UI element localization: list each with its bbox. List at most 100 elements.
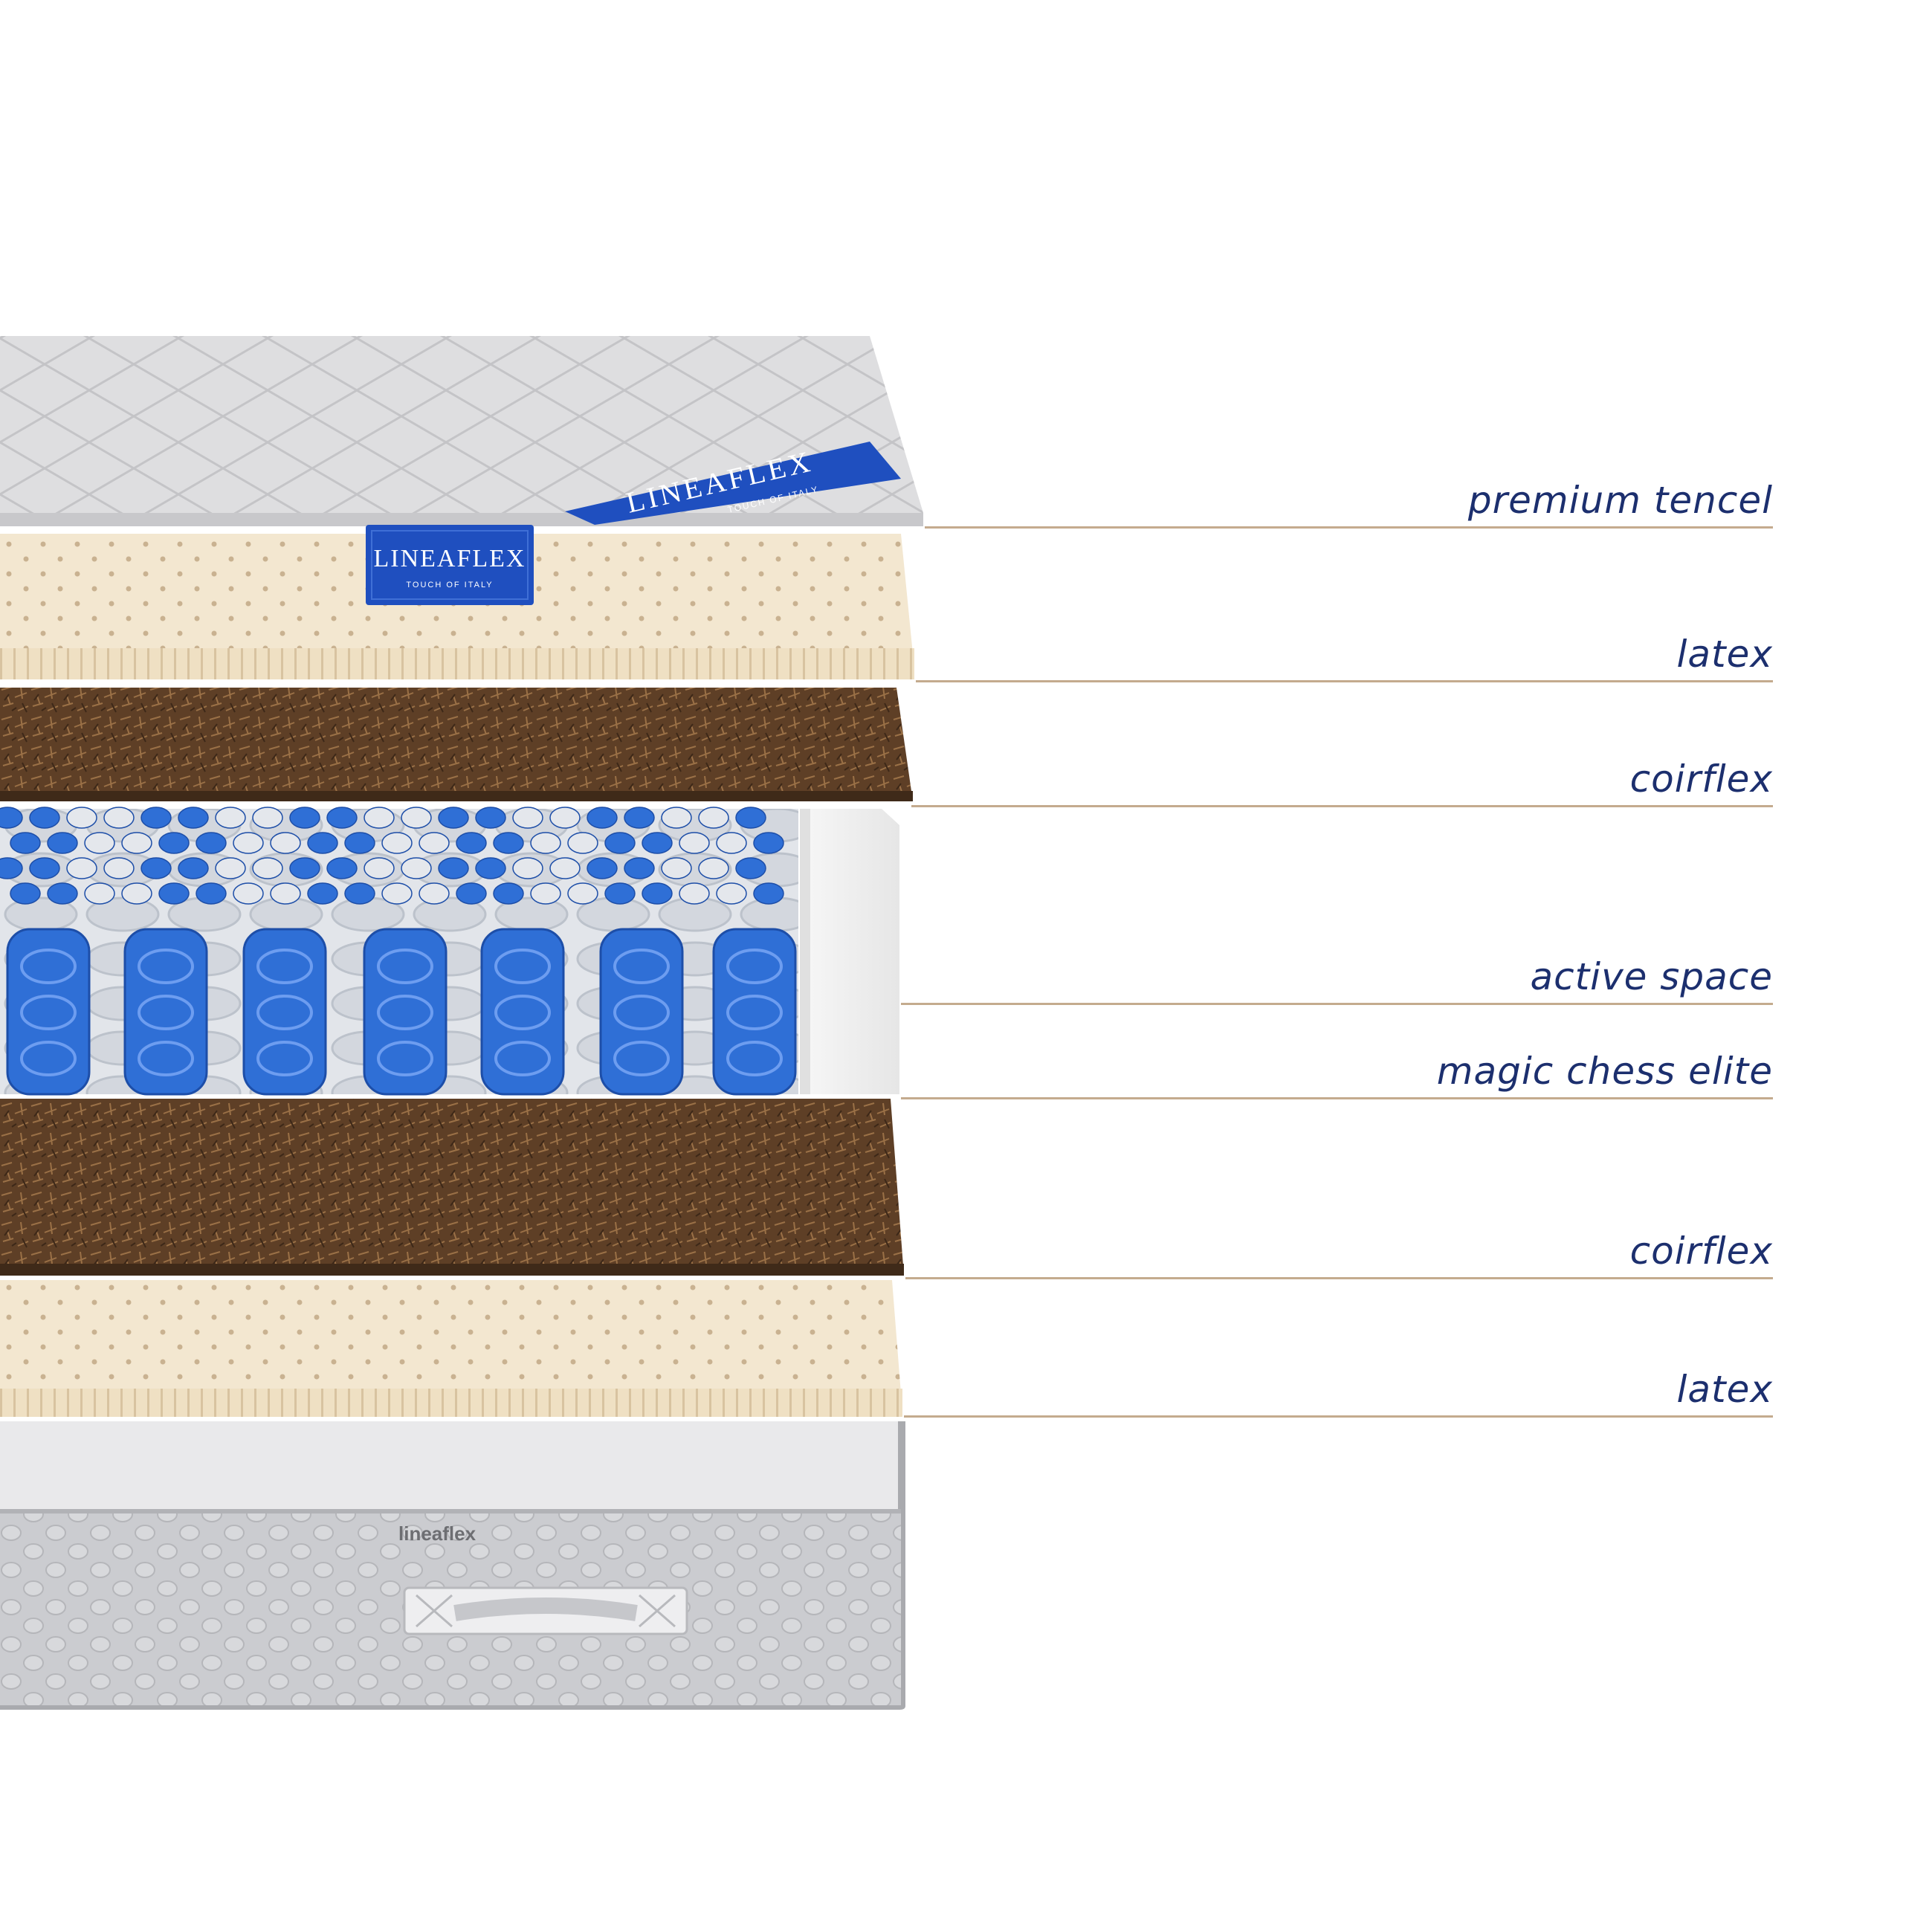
spring-coil-back <box>530 832 561 854</box>
spring-coil-back <box>587 807 618 829</box>
spring-coil-back <box>698 857 729 879</box>
spring-coil-back <box>419 882 450 905</box>
spring-coil-ring <box>613 1041 670 1076</box>
spring-coil-back <box>512 857 543 879</box>
spring-coil-back <box>326 857 358 879</box>
spring-coil-back <box>364 807 395 829</box>
spring-coil-ring <box>138 1041 194 1076</box>
spring-coil-back <box>456 882 487 905</box>
label-magic-chess-elite: magic chess elite <box>1436 1050 1773 1093</box>
spring-coil-back <box>475 857 506 879</box>
base-handle <box>403 1586 688 1635</box>
spring-columns <box>0 807 797 1096</box>
spring-coil-back <box>252 807 283 829</box>
spring-coil-back <box>140 857 172 879</box>
spring-coil-back <box>661 857 692 879</box>
spring-coil-back <box>47 832 78 854</box>
spring-coil-back <box>158 832 190 854</box>
spring-coil-back <box>196 882 227 905</box>
spring-coil-back <box>679 882 710 905</box>
spring-coil-back <box>0 807 23 829</box>
label-latex-bottom: latex <box>1676 1368 1773 1411</box>
spring-coil-ring <box>726 1041 783 1076</box>
spring-coil-back <box>196 832 227 854</box>
spring-column-front <box>712 928 797 1096</box>
spring-coil-back <box>642 882 673 905</box>
label-coirflex-top: coirflex <box>1629 757 1773 801</box>
spring-column-front <box>242 928 327 1096</box>
spring-coil-back <box>103 807 135 829</box>
spring-column-front <box>599 928 684 1096</box>
base-brand-logo: lineaflex <box>398 1522 476 1545</box>
label-latex-top: latex <box>1676 633 1773 676</box>
spring-coil-back <box>567 832 598 854</box>
spring-coil-back <box>364 857 395 879</box>
spring-coil-back <box>158 882 190 905</box>
spring-coil-back <box>0 857 23 879</box>
spring-coil-back <box>270 882 301 905</box>
label-active-space: active space <box>1530 955 1773 998</box>
spring-coil-back <box>252 857 283 879</box>
spring-coil-ring <box>613 995 670 1030</box>
spring-coil-ring <box>726 995 783 1030</box>
spring-coil-ring <box>613 949 670 984</box>
spring-coil-back <box>289 857 320 879</box>
spring-coil-back <box>307 882 338 905</box>
spring-coil-back <box>735 857 766 879</box>
spring-coil-back <box>661 807 692 829</box>
mattress-base <box>0 1421 905 1710</box>
coirflex-top-layer <box>0 688 913 801</box>
leader-line-latex-top <box>916 680 1773 682</box>
spring-coil-back <box>679 832 710 854</box>
spring-coil-ring <box>138 995 194 1030</box>
spring-coil-back <box>587 857 618 879</box>
active-space-foam-layer <box>800 809 899 1094</box>
tag-brand-tagline: TOUCH OF ITALY <box>406 581 493 589</box>
spring-coil-back <box>215 857 246 879</box>
coirflex-bottom-layer <box>0 1099 904 1276</box>
spring-coil-back <box>289 807 320 829</box>
spring-coil-back <box>10 882 41 905</box>
latex-top-layer <box>0 534 914 679</box>
spring-coil-ring <box>256 995 313 1030</box>
spring-coil-back <box>121 832 152 854</box>
spring-coil-back <box>624 807 655 829</box>
spring-coil-back <box>84 882 115 905</box>
brand-label-tag: LINEAFLEX TOUCH OF ITALY <box>366 525 534 605</box>
spring-coil-back <box>604 882 636 905</box>
spring-coil-back <box>270 832 301 854</box>
spring-column-front <box>480 928 565 1096</box>
spring-coil-back <box>381 832 413 854</box>
spring-coil-back <box>549 857 581 879</box>
spring-coil-back <box>84 832 115 854</box>
spring-coil-back <box>716 832 747 854</box>
spring-coil-back <box>419 832 450 854</box>
spring-coil-ring <box>256 949 313 984</box>
spring-coil-back <box>178 807 209 829</box>
spring-coil-back <box>753 832 784 854</box>
spring-coil-ring <box>494 1041 551 1076</box>
spring-coil-back <box>493 832 524 854</box>
spring-coil-back <box>549 807 581 829</box>
spring-coil-back <box>66 857 97 879</box>
spring-coil-ring <box>377 995 433 1030</box>
spring-coil-back <box>29 807 60 829</box>
spring-coil-back <box>642 832 673 854</box>
spring-coil-back <box>215 807 246 829</box>
leader-line-magic-chess-elite <box>901 1097 1773 1099</box>
spring-coil-back <box>29 857 60 879</box>
spring-coil-ring <box>377 1041 433 1076</box>
spring-coil-back <box>307 832 338 854</box>
premium-tencel-layer <box>0 336 923 526</box>
leader-line-premium-tencel <box>925 526 1773 529</box>
spring-coil-back <box>604 832 636 854</box>
spring-coil-back <box>624 857 655 879</box>
spring-coil-back <box>140 807 172 829</box>
spring-coil-back <box>438 807 469 829</box>
spring-coil-back <box>344 882 375 905</box>
spring-coil-ring <box>20 949 77 984</box>
spring-coil-back <box>66 807 97 829</box>
spring-coil-back <box>344 832 375 854</box>
spring-coil-ring <box>377 949 433 984</box>
spring-coil-back <box>103 857 135 879</box>
